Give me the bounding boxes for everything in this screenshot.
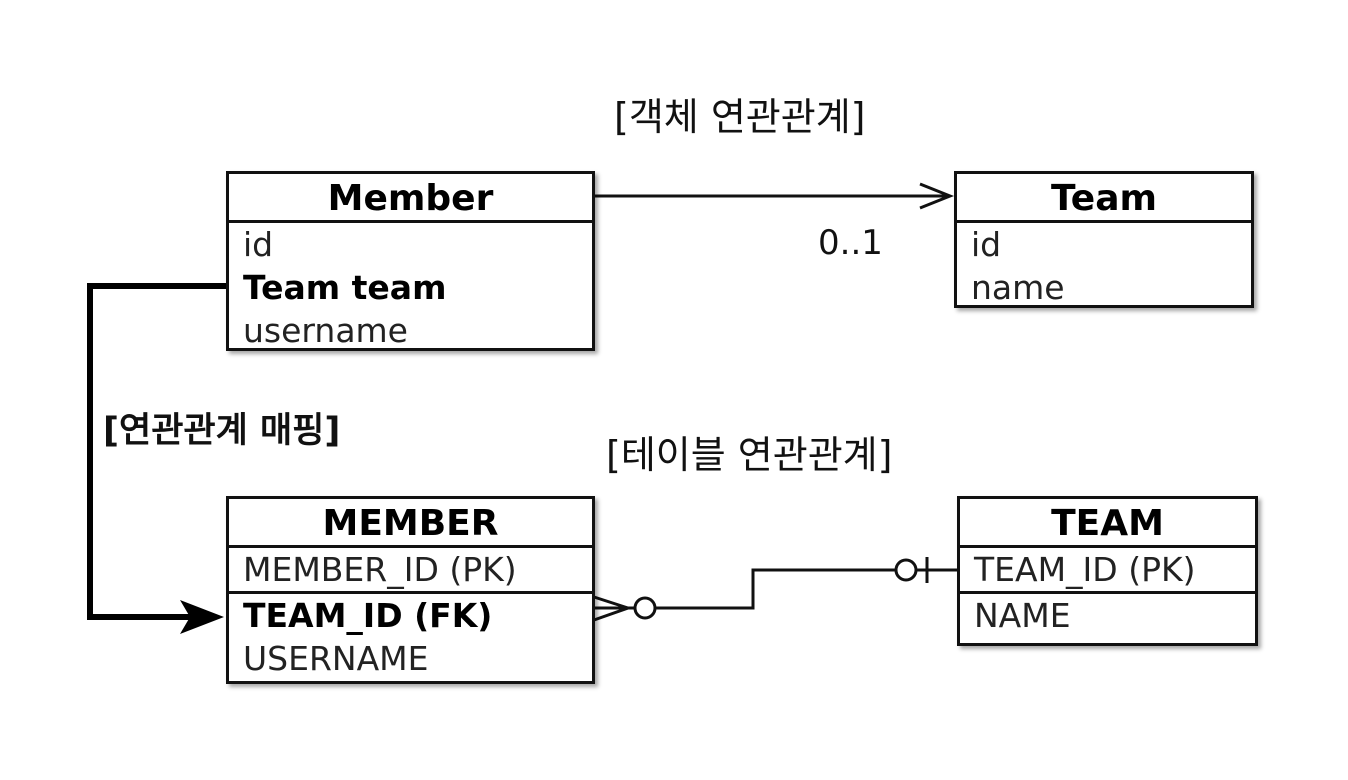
mapping-arrow [87,283,228,634]
team-field-id: id [971,225,1002,264]
member-object-box: Member id Team team username [226,171,595,351]
zero-optional-circle-many [633,596,657,620]
member-object-title: Member [229,174,592,223]
object-association-arrow [594,182,955,210]
table-relation-label: [테이블 연관관계] [606,433,893,477]
member-table-fields: TEAM_ID (FK) USERNAME [229,594,592,680]
member-field-id: id [243,225,274,264]
member-field-username: username [243,311,408,350]
team-object-box: Team id name [954,171,1254,308]
team-table-name: NAME [974,596,1071,635]
zero-optional-circle-one [894,558,918,582]
team-table-title: TEAM [960,499,1255,548]
member-field-team: Team team [243,268,447,307]
table-relationship-line [593,557,958,622]
mapping-label: [연관관계 매핑] [103,411,341,451]
member-table-username: USERNAME [243,639,429,678]
team-table-pk: TEAM_ID (PK) [974,550,1196,589]
member-table-box: MEMBER MEMBER_ID (PK) TEAM_ID (FK) USERN… [226,496,595,684]
member-table-pk: MEMBER_ID (PK) [243,550,517,589]
team-table-fields: NAME [960,594,1255,637]
member-table-title: MEMBER [229,499,592,548]
object-relation-label: [객체 연관관계] [614,95,866,139]
team-table-pk-section: TEAM_ID (PK) [960,548,1255,594]
team-table-box: TEAM TEAM_ID (PK) NAME [957,496,1258,646]
member-table-pk-section: MEMBER_ID (PK) [229,548,592,594]
member-table-fk-team-id: TEAM_ID (FK) [243,596,493,635]
multiplicity-label: 0..1 [818,223,883,263]
team-object-title: Team [957,174,1251,223]
team-field-name: name [971,268,1065,307]
